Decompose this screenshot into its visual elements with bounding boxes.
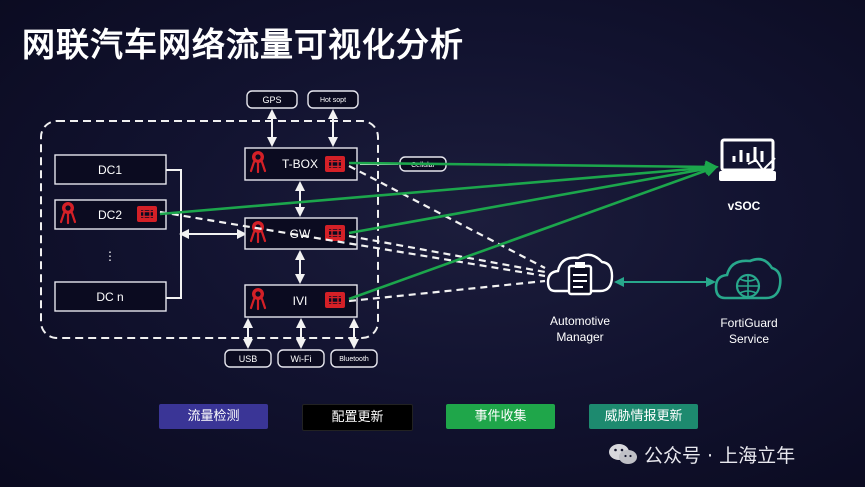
manager-label-line2: Manager	[556, 330, 603, 344]
fortiguard-cloud-icon	[714, 257, 782, 300]
usb-label: USB	[239, 354, 258, 364]
gw-label: GW	[290, 227, 311, 241]
page-title: 网联汽车网络流量可视化分析	[22, 25, 464, 64]
vsoc-label: vSOC	[728, 199, 761, 213]
dc1-label: DC1	[98, 163, 122, 177]
dc-bus	[166, 169, 182, 299]
firewall-icon	[136, 205, 158, 223]
dc-ellipsis: ⋮	[104, 249, 116, 263]
event-line-dc2	[159, 161, 719, 216]
gps-label: GPS	[262, 95, 281, 105]
dc2-label: DC2	[98, 208, 122, 222]
hotspot-label: Hot sopt	[320, 97, 346, 104]
vehicle-boundary	[40, 120, 379, 339]
manager-label-line1: Automotive	[550, 314, 610, 328]
firewall-icon	[324, 291, 346, 309]
event-line-gw	[348, 162, 719, 235]
dc1-box	[54, 154, 167, 185]
hotspot-port	[307, 90, 359, 109]
usb-port	[224, 349, 272, 368]
watermark: 公众号 · 上海立年	[608, 440, 795, 468]
event-line-tbox	[348, 160, 719, 174]
fortiguard-label-line1: FortiGuard	[720, 316, 777, 330]
legend-threat-intel-update: 威胁情报更新	[589, 404, 698, 429]
ivi-label: IVI	[293, 294, 308, 308]
wifi-label: Wi-Fi	[291, 354, 312, 364]
watermark-text: 公众号 · 上海立年	[644, 444, 796, 467]
config-line-gw	[348, 234, 546, 274]
bluetooth-port	[330, 349, 378, 368]
event-line-ivi	[348, 164, 719, 301]
wifi-port	[277, 349, 325, 368]
dcn-label: DC n	[96, 290, 123, 304]
dcn-box	[54, 281, 167, 312]
firewall-icon	[324, 155, 346, 173]
legend-event-collection: 事件收集	[446, 404, 555, 429]
monitor-icon	[719, 138, 776, 181]
wechat-icon	[609, 444, 637, 464]
config-line-ivi	[348, 279, 546, 303]
config-line-tbox	[348, 165, 546, 269]
cellular-label: Cellular	[411, 162, 435, 169]
legend-config-update: 配置更新	[302, 404, 413, 431]
gps-port	[246, 90, 298, 109]
fortiguard-label-line2: Service	[729, 332, 769, 346]
config-line-dc2	[159, 210, 546, 278]
tbox-label: T-BOX	[282, 157, 318, 171]
legend-traffic-detection: 流量检测	[159, 404, 268, 429]
firewall-icon	[324, 224, 346, 242]
cloud-clipboard-icon	[546, 253, 614, 296]
bluetooth-label: Bluetooth	[339, 356, 369, 363]
